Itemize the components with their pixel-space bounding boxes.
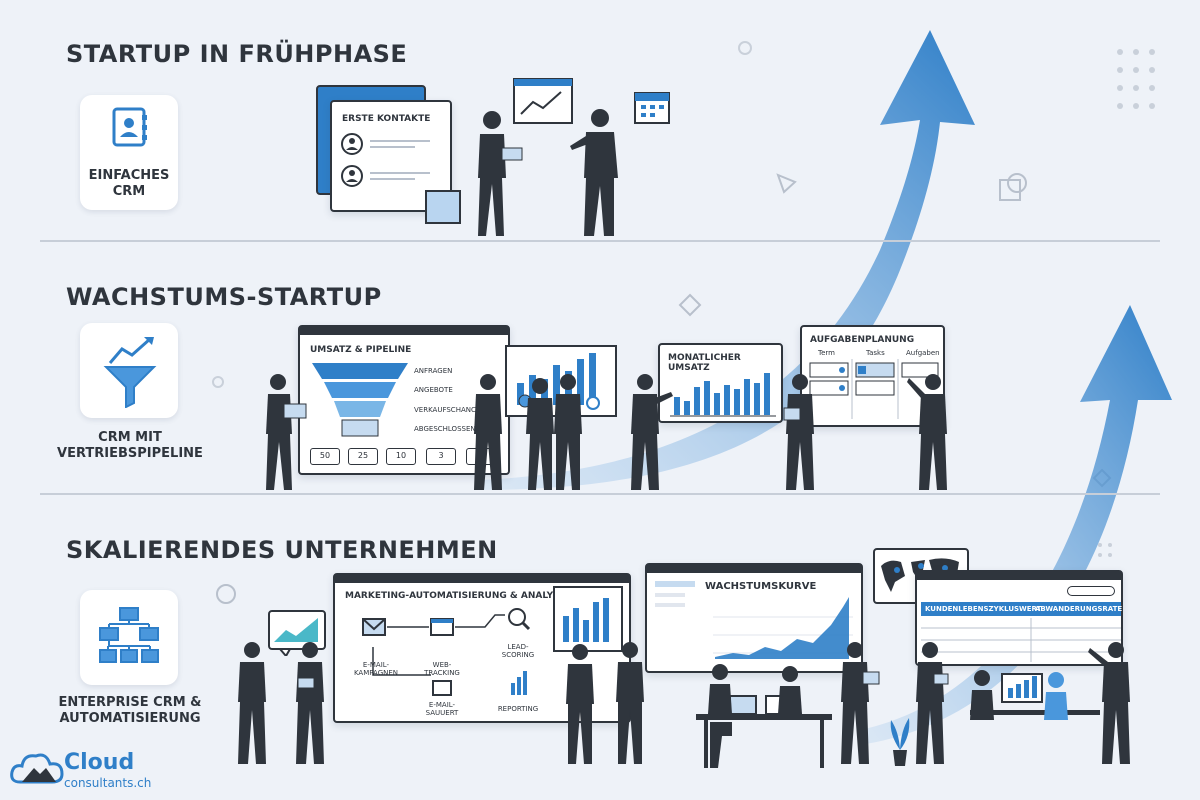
team-pair	[238, 642, 324, 764]
address-book-icon	[112, 107, 147, 147]
chart-speech-bubble	[268, 610, 326, 656]
logo-domain: consultants.ch	[64, 776, 152, 790]
node-label: LEAD- SCORING	[501, 643, 535, 659]
person-with-tablet	[478, 111, 523, 236]
triangle-shape	[776, 173, 797, 194]
revenue-panel-title: MONATLICHER UMSATZ	[668, 353, 741, 373]
funnel-label-4: ABGESCHLOSSEN	[414, 425, 476, 433]
team-group	[474, 374, 582, 490]
table-header-row	[921, 602, 1121, 616]
person-with-tablet	[841, 642, 880, 764]
person-with-tablet	[783, 374, 814, 490]
automation-flow	[362, 608, 531, 696]
org-chart-icon	[99, 607, 159, 663]
team-group	[566, 642, 644, 764]
stage-title-growth: WACHSTUMS-STARTUP	[66, 283, 382, 311]
growth-panel: WACHSTUMSKURVE	[645, 563, 863, 673]
stage-title-early: STARTUP IN FRÜHPHASE	[66, 40, 408, 68]
reporting-icon	[511, 671, 527, 695]
funnel-stage	[312, 363, 408, 379]
automation-panel-title: MARKETING-AUTOMATISIERUNG & ANALYTIK	[345, 591, 570, 601]
task-column-header: Term	[818, 349, 835, 357]
funnel-chart-icon	[103, 337, 157, 408]
pipeline-count: 3	[426, 448, 456, 465]
person-at-board	[907, 374, 947, 490]
mini-bar-chart	[553, 586, 623, 652]
stage-divider	[40, 493, 1160, 495]
contact-list	[341, 133, 430, 187]
table-rows	[921, 618, 1121, 662]
funnel-stage	[334, 401, 386, 417]
funnel-label-3: VERKAUFSCHANCE	[414, 406, 481, 414]
growth-panel-title: WACHSTUMSKURVE	[705, 581, 817, 592]
dot-grid	[1098, 49, 1155, 557]
pipeline-count: 25	[348, 448, 378, 465]
funnel-stage	[324, 382, 396, 398]
calendar-icon	[634, 92, 670, 124]
desk-workspace	[696, 664, 832, 768]
revenue-panel: MONATLICHER UMSATZ	[658, 343, 783, 423]
node-label: E-MAIL- KAMPAGNEN	[353, 661, 399, 677]
crm-label-pipeline: CRM MIT VERTRIEBSPIPELINE	[57, 430, 203, 461]
task-column-header: Aufgaben	[906, 349, 940, 357]
growth-area	[715, 597, 849, 659]
logo-name: Cloud	[64, 750, 135, 775]
cloud-logo-icon	[10, 753, 64, 784]
funnel-stage	[341, 419, 379, 437]
metrics-table-panel: KUNDENLEBENSZYKLUSWERT ABWANDERUNGSRATE	[915, 570, 1123, 666]
kanban-board	[809, 359, 939, 419]
task-column-header: Tasks	[866, 349, 885, 357]
node-label: WEB- TRACKING	[424, 661, 460, 677]
circle-shape	[738, 41, 752, 55]
crm-label-simple: EINFACHES CRM	[88, 168, 170, 199]
table-header-churn: ABWANDERUNGSRATE	[1035, 605, 1123, 613]
line-chart-card	[513, 78, 573, 124]
crm-card-simple	[80, 95, 178, 210]
lead-scoring-icon	[508, 608, 526, 626]
pipeline-count: 10	[386, 448, 416, 465]
person-pointing	[631, 374, 673, 490]
search-input[interactable]	[1067, 586, 1115, 596]
plant-icon	[890, 718, 910, 766]
stage-title-scaling: SKALIERENDES UNTERNEHMEN	[66, 536, 498, 564]
node-label: REPORTING	[497, 705, 539, 713]
person-presenting	[570, 109, 618, 236]
node-label: E-MAIL- SAUUERT	[425, 701, 459, 717]
crm-card-pipeline	[80, 323, 178, 418]
sales-funnel	[312, 363, 408, 437]
person-with-laptop	[266, 374, 307, 490]
monthly-revenue-bars	[670, 373, 776, 417]
analytics-team	[916, 642, 1130, 764]
contacts-panel-title: ERSTE KONTAKTE	[342, 114, 431, 124]
upper-growth-arrow	[480, 30, 975, 490]
stage-divider	[40, 240, 1160, 242]
tasks-panel-title: AUFGABENPLANUNG	[810, 335, 915, 345]
crm-card-enterprise	[80, 590, 178, 685]
sticky-note-icon	[425, 190, 461, 224]
table-header-clv: KUNDENLEBENSZYKLUSWERT	[925, 605, 1042, 613]
pipeline-count: 50	[310, 448, 340, 465]
diamond-shape	[678, 293, 702, 317]
growth-curve-chart	[655, 581, 853, 659]
computer-icon	[432, 680, 452, 696]
funnel-label-2: ANGEBOTE	[414, 386, 453, 394]
funnel-label-1: ANFRAGEN	[414, 367, 453, 375]
pipeline-panel-title: UMSATZ & PIPELINE	[310, 345, 412, 355]
crm-label-enterprise: ENTERPRISE CRM & AUTOMATISIERUNG	[58, 695, 202, 726]
